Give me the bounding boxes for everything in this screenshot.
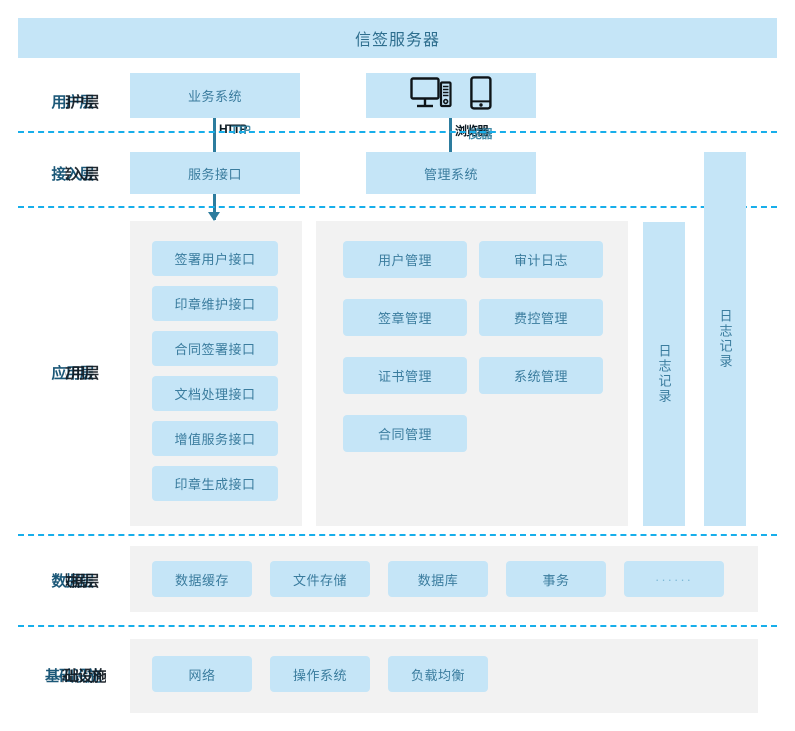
layer-label-user-text: 用户层: [51, 91, 94, 112]
layer-label-app-text: 应用层: [51, 362, 94, 383]
mobile-phone-icon: [470, 76, 492, 115]
node-transaction[interactable]: 事务: [506, 561, 606, 597]
layer-label-user: 用户层: [20, 78, 125, 124]
node-interface-6[interactable]: 印章生成接口: [152, 466, 278, 501]
separator-data-infra: [18, 625, 777, 627]
node-interface-1[interactable]: 签署用户接口: [152, 241, 278, 276]
layer-label-data: 数据层: [20, 560, 125, 600]
node-module-system-management[interactable]: 系统管理: [479, 357, 603, 394]
node-module-seal-management[interactable]: 签章管理: [343, 299, 467, 336]
node-file-storage[interactable]: 文件存储: [270, 561, 370, 597]
node-business-system[interactable]: 业务系统: [130, 73, 300, 118]
separator-access-app: [18, 206, 777, 208]
connector-browser-line: [449, 118, 452, 174]
node-log-record-outer[interactable]: 日志记录: [704, 152, 746, 526]
node-interface-2[interactable]: 印章维护接口: [152, 286, 278, 321]
desktop-computer-icon: [410, 76, 452, 115]
connector-http-label: HTTP: [219, 122, 247, 136]
layer-label-app: 应用层: [20, 352, 125, 392]
separator-user-access: [18, 131, 777, 133]
layer-label-access: 接入层: [20, 150, 125, 196]
node-module-cost-control[interactable]: 费控管理: [479, 299, 603, 336]
layer-label-access-text: 接入层: [51, 163, 94, 184]
node-operating-system[interactable]: 操作系统: [270, 656, 370, 692]
layer-label-infra-text: 基础设施: [45, 665, 102, 686]
node-service-interface[interactable]: 服务接口: [130, 152, 300, 194]
layer-label-data-text: 数据层: [51, 570, 94, 591]
node-data-more[interactable]: ······: [624, 561, 724, 597]
node-network[interactable]: 网络: [152, 656, 252, 692]
separator-app-data: [18, 534, 777, 536]
page-title: 信签服务器: [18, 18, 777, 58]
node-management-system[interactable]: 管理系统: [366, 152, 536, 194]
node-module-certificate-management[interactable]: 证书管理: [343, 357, 467, 394]
node-database[interactable]: 数据库: [388, 561, 488, 597]
connector-service-to-app-arrowhead: [208, 212, 220, 221]
node-data-cache[interactable]: 数据缓存: [152, 561, 252, 597]
node-module-user-management[interactable]: 用户管理: [343, 241, 467, 278]
node-log-record-inner[interactable]: 日志记录: [643, 222, 685, 526]
node-interface-4[interactable]: 文档处理接口: [152, 376, 278, 411]
node-load-balancer[interactable]: 负载均衡: [388, 656, 488, 692]
node-interface-3[interactable]: 合同签署接口: [152, 331, 278, 366]
layer-label-infra: 基础设施: [14, 655, 132, 695]
node-interface-5[interactable]: 增值服务接口: [152, 421, 278, 456]
node-module-contract-management[interactable]: 合同管理: [343, 415, 467, 452]
node-module-audit-log[interactable]: 审计日志: [479, 241, 603, 278]
client-devices-box[interactable]: [366, 73, 536, 118]
